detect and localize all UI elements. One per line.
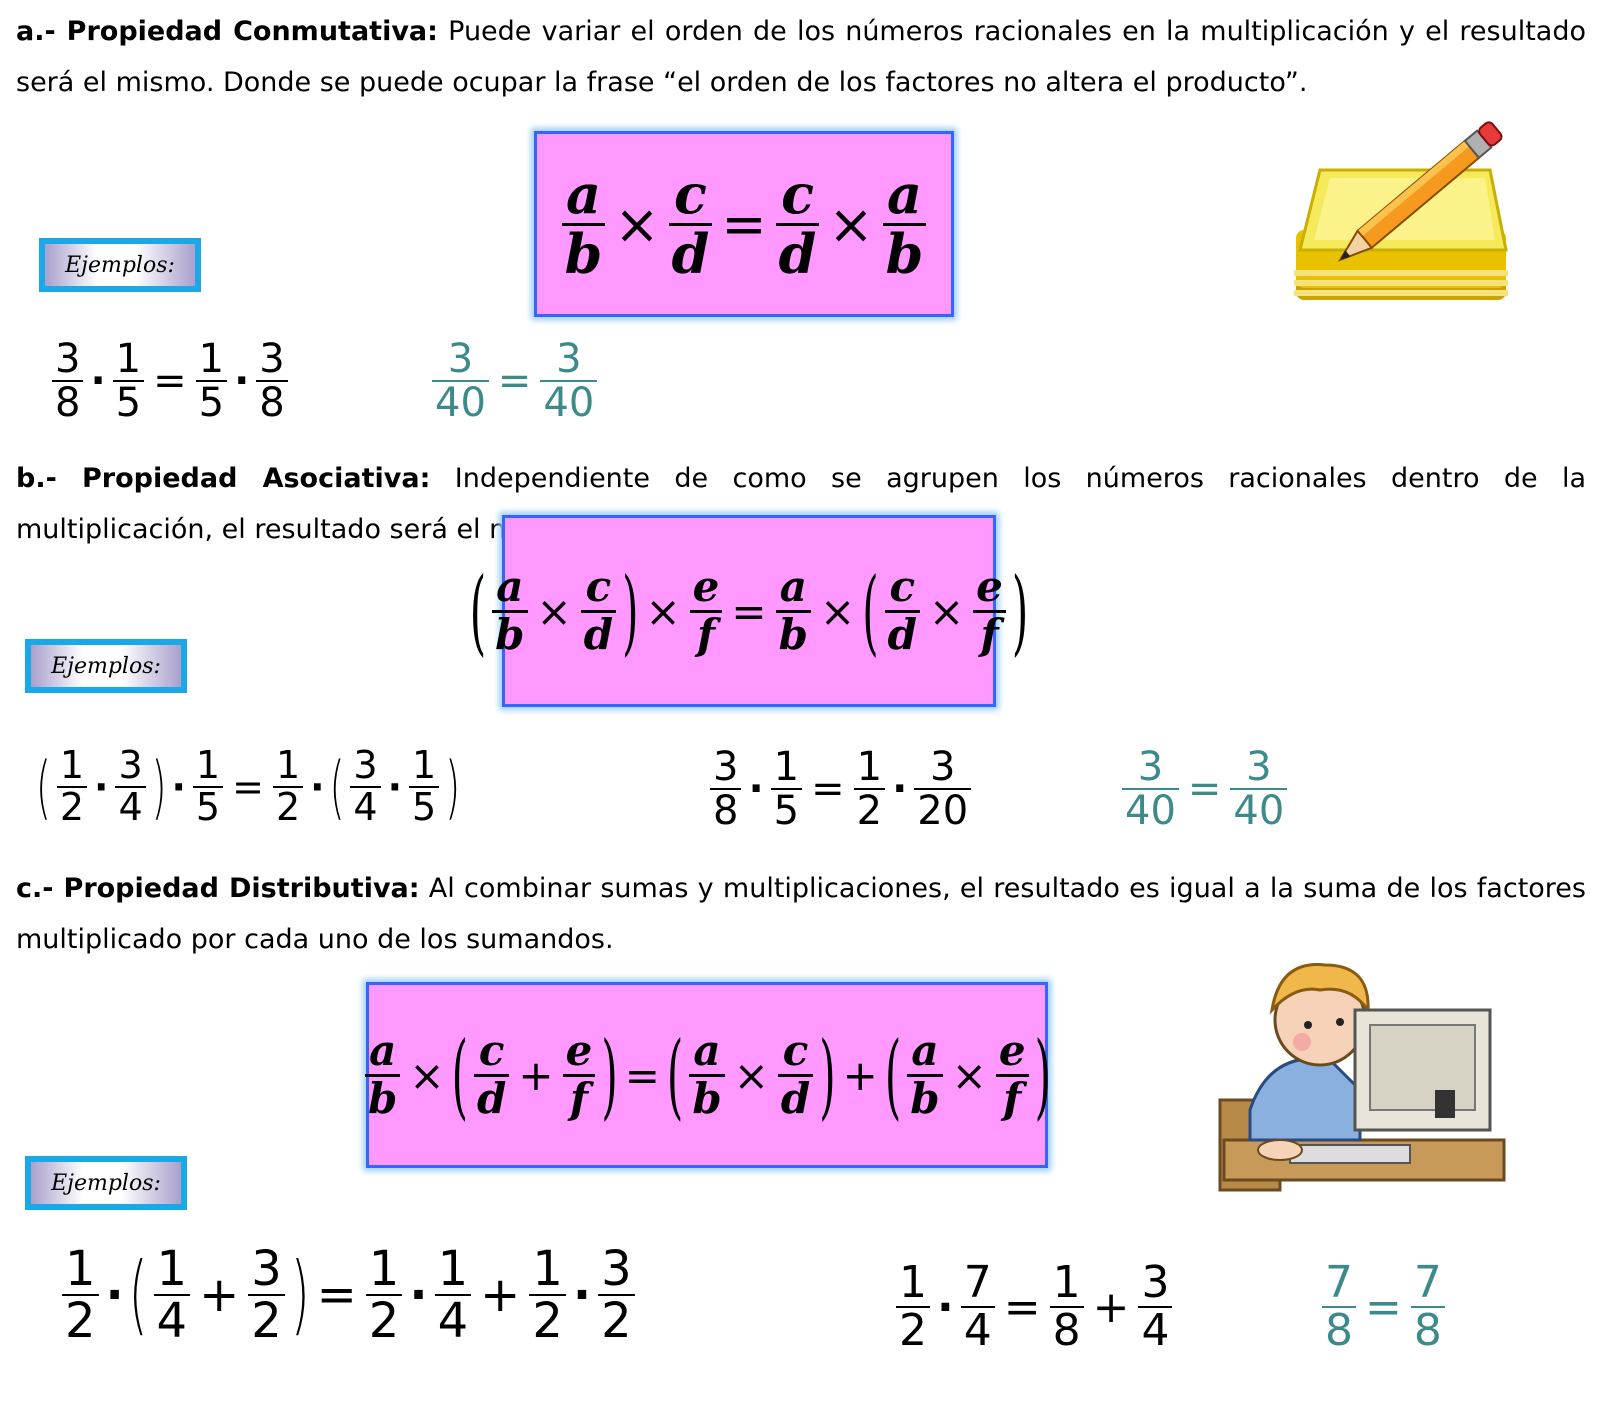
section-c-text: c.- Propiedad Distributiva: Al combinar … — [16, 863, 1586, 965]
times-sign: × — [828, 192, 874, 256]
section-a-body: Puede variar el orden de los números rac… — [16, 16, 1586, 98]
ejemplos-badge-a: Ejemplos: — [39, 238, 201, 292]
ejemplos-badge-b: Ejemplos: — [25, 639, 187, 693]
ejemplos-label: Ejemplos: — [31, 645, 181, 687]
section-a-text: a.- Propiedad Conmutativa: Puede variar … — [16, 6, 1586, 108]
boy-at-computer-icon — [1218, 963, 1506, 1192]
section-c-body: Al combinar sumas y multiplicaciones, el… — [16, 873, 1586, 955]
times-sign: × — [614, 192, 660, 256]
section-c-label: c.- Propiedad Distributiva: — [16, 873, 420, 904]
equals-sign: = — [721, 192, 767, 256]
ejemplos-label: Ejemplos: — [45, 244, 195, 286]
section-b-body: Independiente de como se agrupen los núm… — [16, 463, 1587, 545]
ejemplos-label: Ejemplos: — [31, 1162, 181, 1204]
notepad-pencil-icon — [1294, 121, 1508, 300]
section-b-text: b.- Propiedad Asociativa: Independiente … — [16, 453, 1586, 555]
section-b-label: b.- Propiedad Asociativa: — [16, 463, 431, 494]
ejemplos-badge-c: Ejemplos: — [25, 1156, 187, 1210]
section-a-label: a.- Propiedad Conmutativa: — [16, 16, 438, 47]
